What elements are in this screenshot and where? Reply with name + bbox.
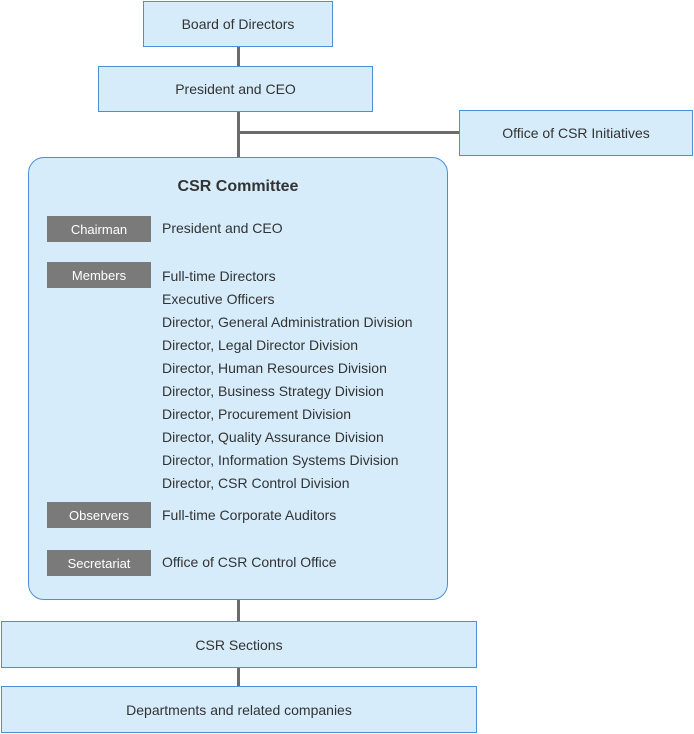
connector-board-president (237, 46, 240, 66)
csr-committee-title: CSR Committee (177, 178, 299, 195)
member-item: Executive Officers (162, 291, 275, 307)
office-csr-initiatives-label: Office of CSR Initiatives (502, 125, 650, 141)
connector-committee-sections (237, 599, 240, 622)
office-csr-initiatives-box: Office of CSR Initiatives (459, 110, 693, 156)
chairman-tag: Chairman (47, 216, 151, 242)
president-ceo-label: President and CEO (175, 81, 296, 97)
members-tag: Members (47, 262, 151, 288)
member-item: Director, Business Strategy Division (162, 383, 384, 399)
observers-value: Full-time Corporate Auditors (162, 507, 337, 523)
board-of-directors-box: Board of Directors (143, 1, 333, 47)
departments-label: Departments and related companies (126, 701, 352, 718)
members-list: Full-time Directors Executive Officers D… (162, 265, 413, 495)
board-of-directors-label: Board of Directors (181, 16, 295, 32)
csr-sections-label: CSR Sections (195, 636, 283, 653)
connector-sections-departments (237, 667, 240, 687)
secretariat-value: Office of CSR Control Office (162, 554, 337, 570)
chairman-value: President and CEO (162, 220, 283, 236)
member-item: Director, CSR Control Division (162, 475, 350, 491)
member-item: Director, General Administration Divisio… (162, 314, 413, 330)
president-ceo-box: President and CEO (98, 66, 373, 112)
member-item: Director, Quality Assurance Division (162, 429, 384, 445)
member-item: Director, Human Resources Division (162, 360, 387, 376)
member-item: Director, Information Systems Division (162, 452, 399, 468)
member-item: Full-time Directors (162, 268, 276, 284)
secretariat-tag: Secretariat (47, 550, 151, 576)
member-item: Director, Procurement Division (162, 406, 352, 422)
observers-tag: Observers (47, 502, 151, 528)
csr-committee-panel: CSR Committee Chairman President and CEO… (28, 157, 448, 600)
csr-sections-box: CSR Sections (1, 621, 477, 668)
connector-president-committee (237, 111, 240, 158)
connector-office-csr (239, 131, 460, 134)
departments-box: Departments and related companies (1, 686, 477, 733)
member-item: Director, Legal Director Division (162, 337, 359, 353)
